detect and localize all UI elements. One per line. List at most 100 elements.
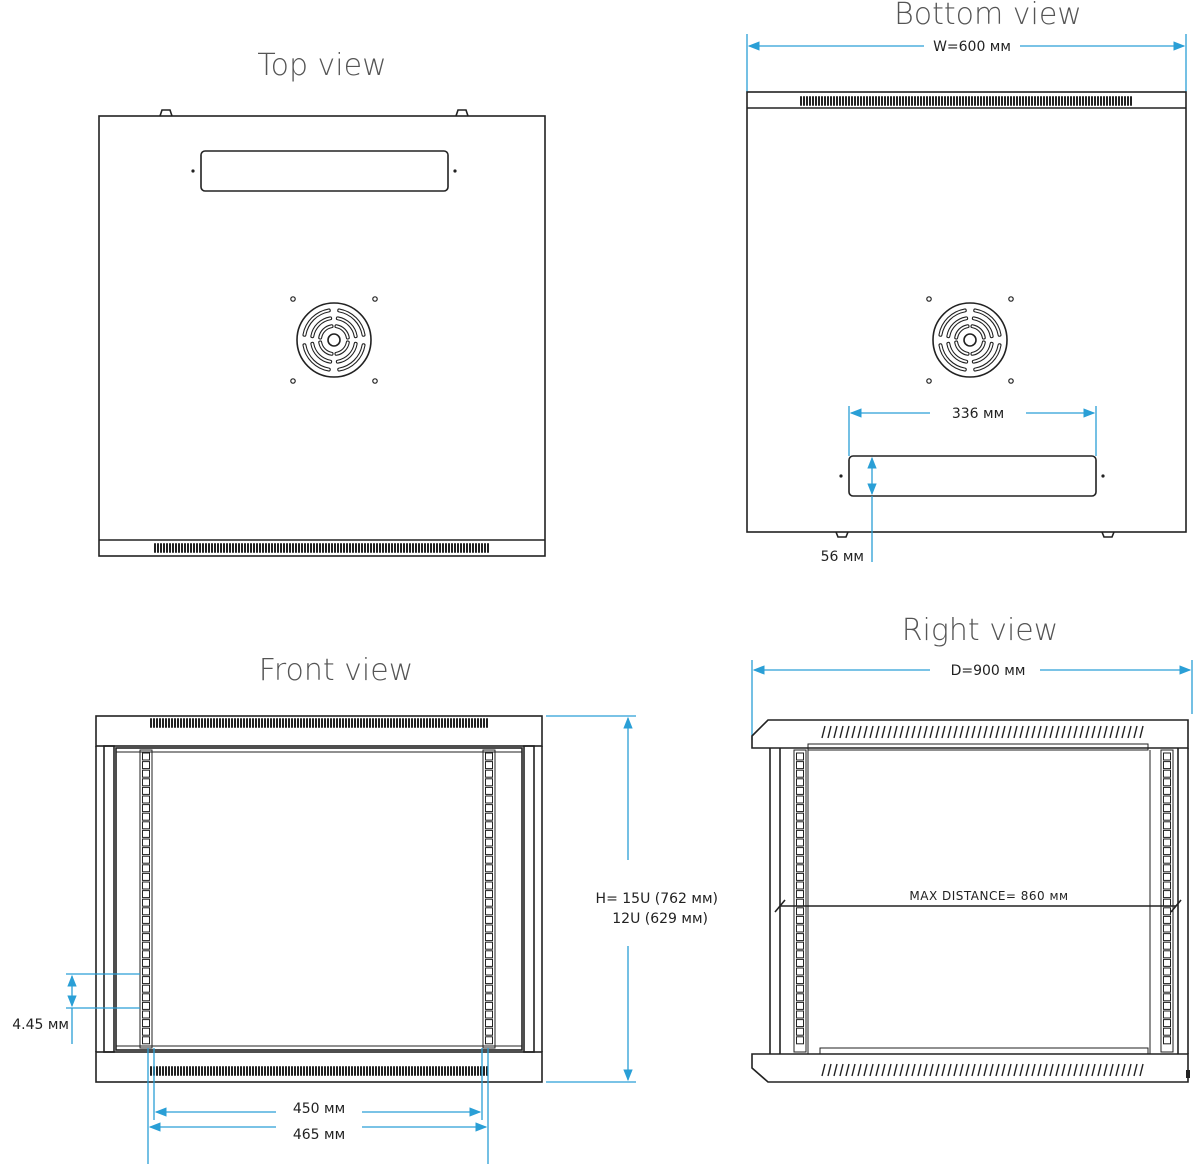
vent-slot: [207, 718, 209, 728]
vent-slot: [304, 543, 306, 553]
vent-slot: [225, 1066, 227, 1076]
vent-slot: [231, 718, 233, 728]
vent-slot: [342, 718, 344, 728]
vent-slot: [255, 1066, 257, 1076]
vent-slot: [261, 1066, 263, 1076]
top-cable-slot: [200, 150, 449, 192]
right-rear-latch: [1186, 1070, 1190, 1078]
vent-slot: [1115, 725, 1120, 739]
front-height-label-2: 12U (629 мм): [612, 911, 708, 927]
vent-slot: [267, 718, 269, 728]
vent-slot: [199, 543, 201, 553]
vent-slot: [195, 718, 197, 728]
vent-slot: [186, 718, 188, 728]
vent-slot: [902, 96, 904, 106]
rail-hole: [1163, 950, 1171, 959]
vent-slot: [177, 718, 179, 728]
rail-hole: [142, 950, 150, 959]
vent-slot: [163, 543, 165, 553]
vent-slot: [905, 96, 907, 106]
vent-slot: [172, 543, 174, 553]
vent-slot: [1139, 725, 1144, 739]
vent-slot: [369, 718, 371, 728]
vent-slot: [393, 1066, 395, 1076]
vent-slot: [1031, 725, 1036, 739]
vent-slot: [190, 543, 192, 553]
vent-slot: [330, 1066, 332, 1076]
vent-slot: [249, 1066, 251, 1076]
vent-slot: [459, 718, 461, 728]
rail-hole: [796, 890, 804, 899]
bottom-view: Bottom view W=600 мм 336 мм 56 мм: [746, 0, 1187, 565]
vent-slot: [983, 1063, 988, 1077]
vent-slot: [420, 718, 422, 728]
vent-slot: [441, 1066, 443, 1076]
vent-slot: [863, 725, 868, 739]
right-top-vent: [821, 725, 1144, 739]
vent-slot: [917, 1063, 922, 1077]
rail-hole: [1163, 829, 1171, 838]
vent-slot: [187, 543, 189, 553]
vent-slot: [354, 1066, 356, 1076]
vent-slot: [240, 1066, 242, 1076]
vent-slot: [1061, 96, 1063, 106]
vent-slot: [385, 543, 387, 553]
right-front-rail: [793, 749, 807, 1053]
vent-slot: [1049, 725, 1054, 739]
vent-slot: [956, 96, 958, 106]
vent-slot: [809, 96, 811, 106]
vent-slot: [268, 543, 270, 553]
rail-hole: [485, 1010, 493, 1019]
rail-hole: [1163, 881, 1171, 890]
bottom-cutout-screw-left: [839, 474, 843, 478]
vent-slot: [408, 718, 410, 728]
vent-slot: [394, 543, 396, 553]
rail-hole: [1163, 1001, 1171, 1010]
vent-slot: [208, 543, 210, 553]
bottom-width-label: W=600 мм: [933, 39, 1011, 55]
vent-slot: [863, 96, 865, 106]
vent-slot: [171, 1066, 173, 1076]
fan-hub: [963, 333, 977, 347]
vent-slot: [264, 718, 266, 728]
vent-slot: [905, 1063, 910, 1077]
vent-slot: [869, 96, 871, 106]
vent-slot: [162, 1066, 164, 1076]
vent-slot: [1025, 96, 1027, 106]
vent-slot: [1094, 96, 1096, 106]
vent-slot: [1055, 1063, 1060, 1077]
vent-slot: [1040, 96, 1042, 106]
rail-hole: [1163, 864, 1171, 873]
vent-slot: [318, 1066, 320, 1076]
vent-slot: [1082, 96, 1084, 106]
vent-slot: [186, 1066, 188, 1076]
vent-slot: [285, 718, 287, 728]
vent-slot: [324, 718, 326, 728]
front-view: Front view H= 15U (762 мм) 12U (629 мм) …: [12, 653, 718, 1164]
vent-slot: [821, 96, 823, 106]
vent-slot: [165, 718, 167, 728]
vent-slot: [474, 718, 476, 728]
vent-slot: [474, 1066, 476, 1076]
vent-slot: [971, 725, 976, 739]
rail-hole: [1163, 933, 1171, 942]
vent-slot: [995, 96, 997, 106]
vent-slot: [926, 96, 928, 106]
vent-slot: [232, 543, 234, 553]
vent-slot: [160, 543, 162, 553]
vent-slot: [193, 543, 195, 553]
top-fan-icon: [290, 296, 378, 384]
vent-slot: [803, 96, 805, 106]
vent-slot: [905, 725, 910, 739]
vent-slot: [836, 96, 838, 106]
fan-guard-arc-inner: [971, 325, 985, 339]
vent-slot: [435, 1066, 437, 1076]
top-slot-screw-left: [191, 169, 195, 173]
vent-slot: [423, 1066, 425, 1076]
vent-slot: [192, 718, 194, 728]
vent-slot: [390, 1066, 392, 1076]
vent-slot: [1022, 96, 1024, 106]
rail-hole: [796, 898, 804, 907]
vent-slot: [480, 718, 482, 728]
vent-slot: [262, 543, 264, 553]
